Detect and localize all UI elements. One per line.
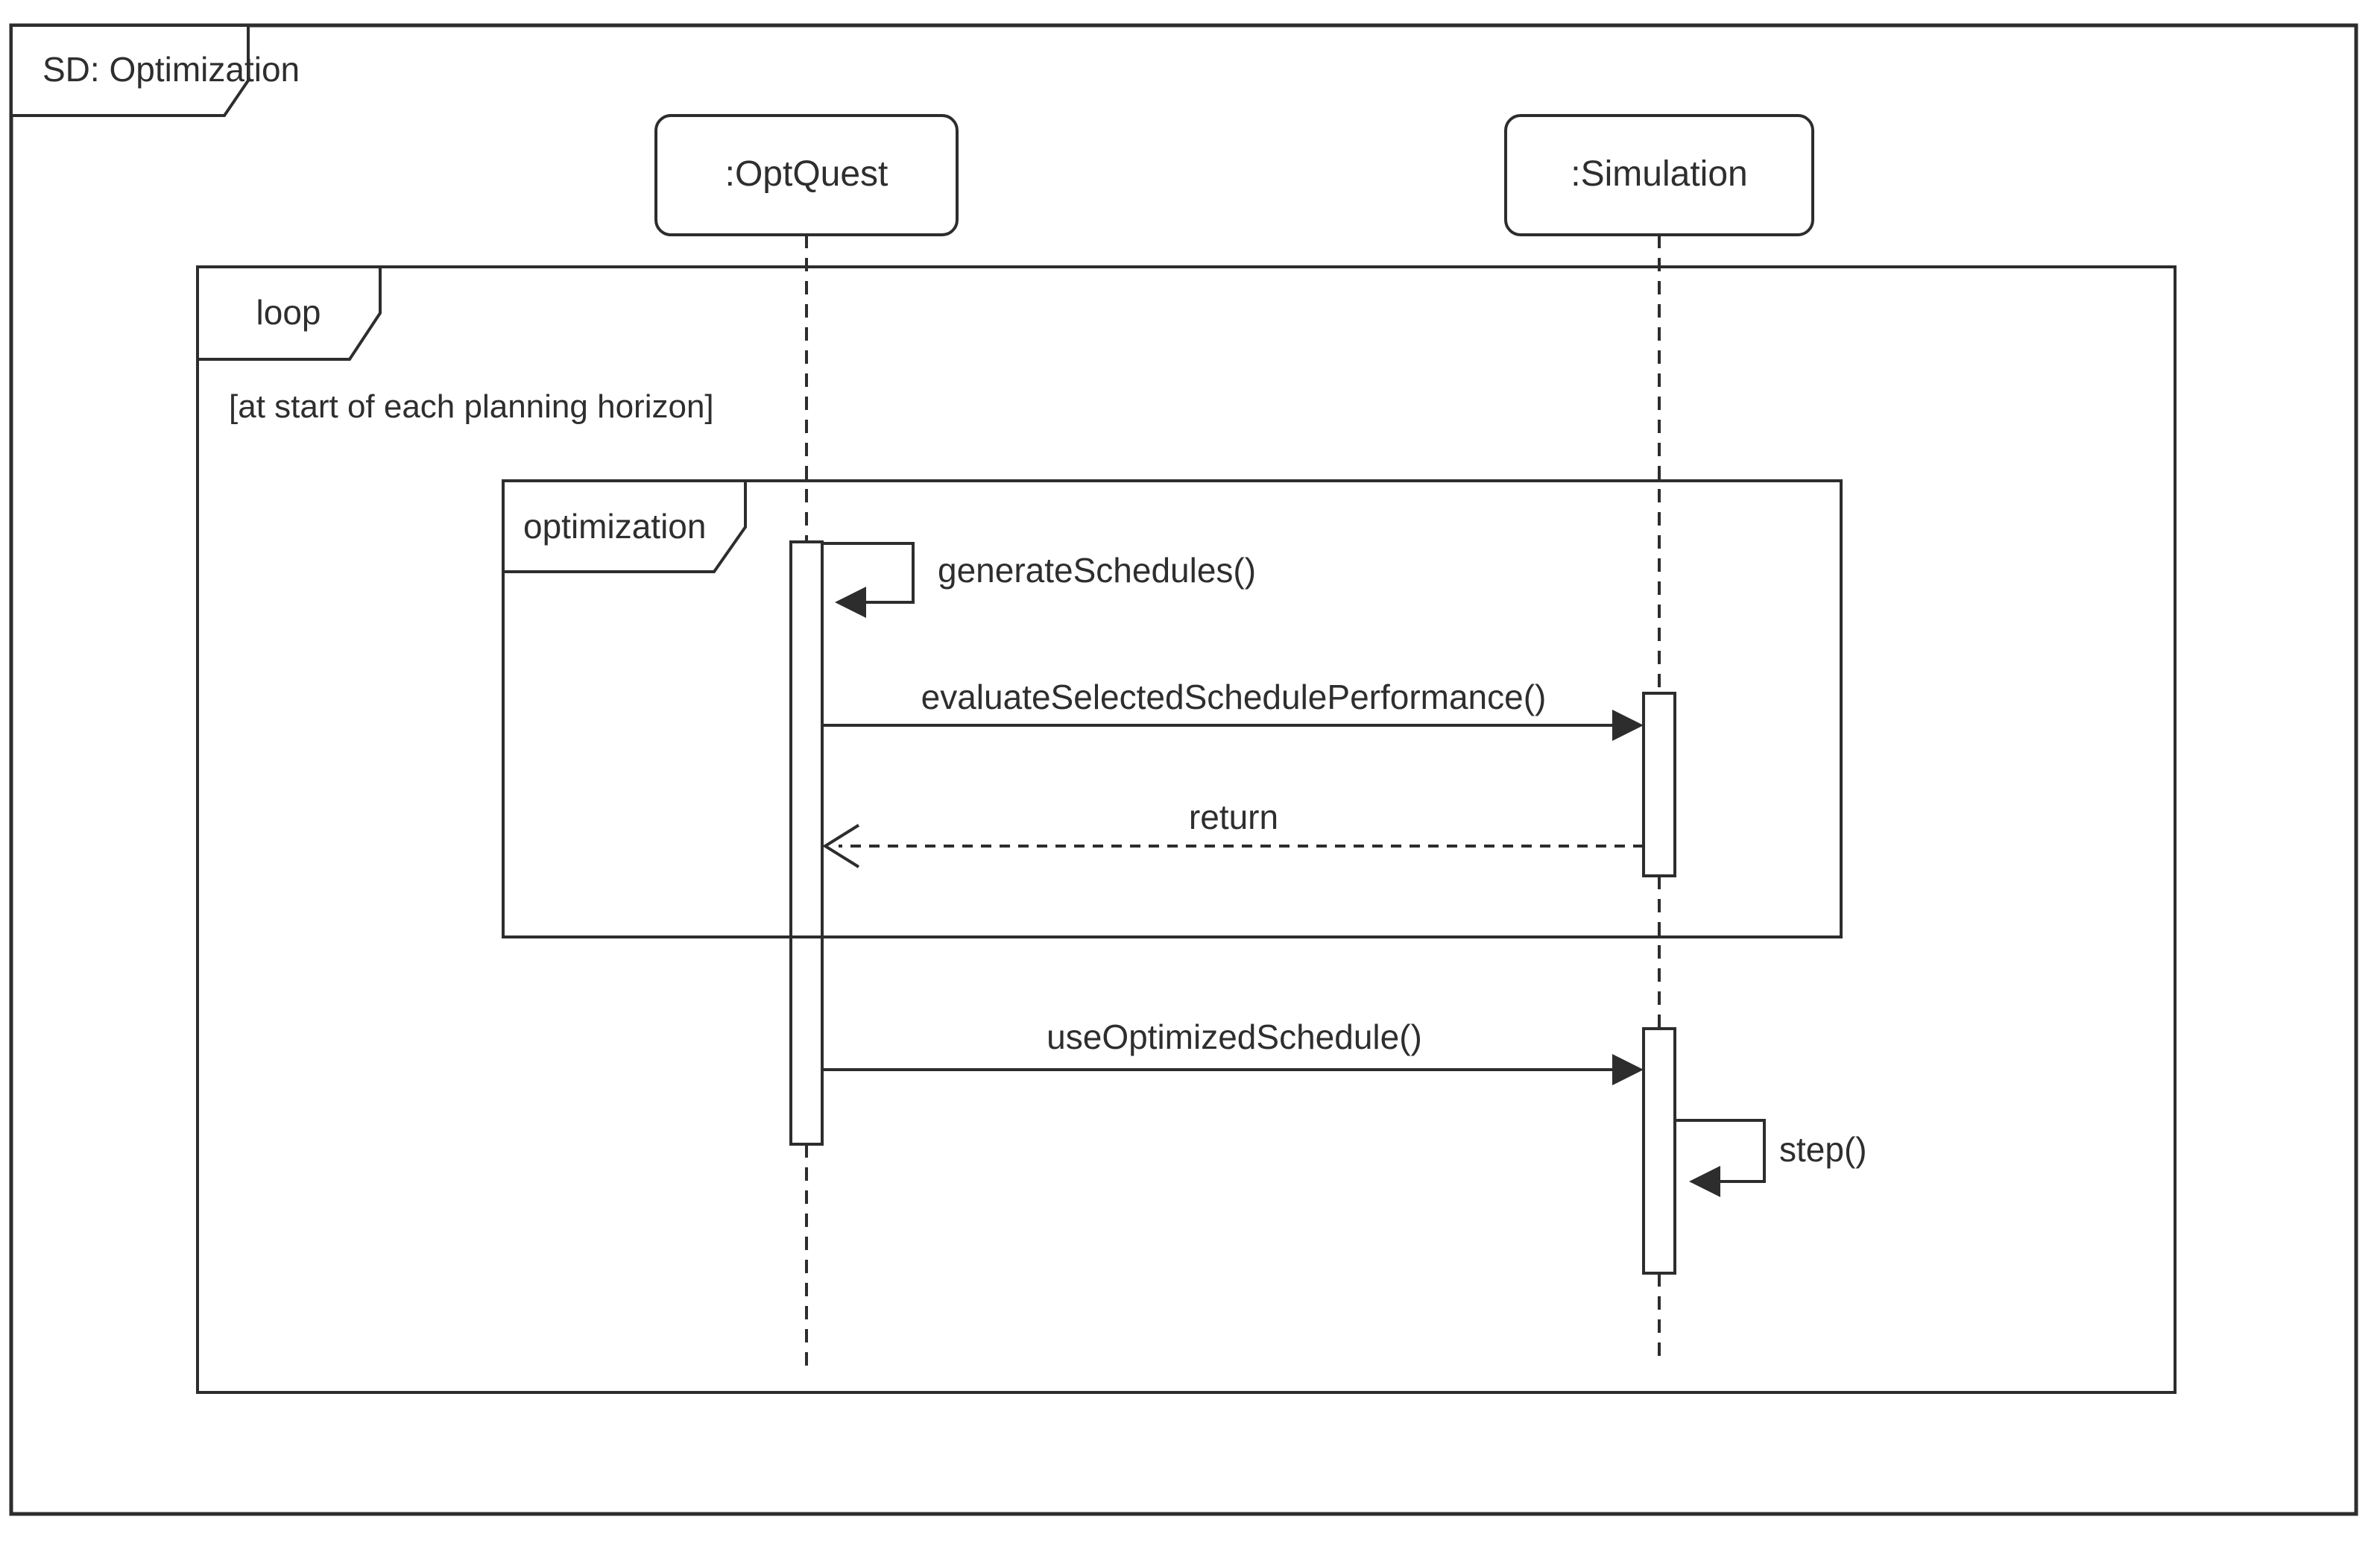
loop-guard-label: [at start of each planning horizon] <box>229 388 714 425</box>
loop-fragment-frame <box>196 265 2177 1394</box>
loop-operator-tab <box>196 265 382 361</box>
message-label-generate-schedules: generateSchedules() <box>938 551 1257 590</box>
frame-title: SD: Optimization <box>42 50 300 89</box>
message-return-open-arrowhead-icon <box>822 824 860 868</box>
simulation-activation-bar-1 <box>1642 692 1676 877</box>
message-use-optimized-arrowhead-icon <box>1612 1054 1644 1085</box>
message-label-return: return <box>1188 798 1279 836</box>
optimization-operator-tab <box>502 479 747 573</box>
message-label-evaluate: evaluateSelectedSchedulePerformance() <box>921 678 1547 716</box>
loop-operator-label: loop <box>256 293 321 332</box>
message-generate-schedules-line <box>824 542 915 604</box>
message-label-use-optimized: useOptimizedSchedule() <box>1047 1017 1422 1056</box>
lifelines <box>805 235 1661 1366</box>
message-step-line <box>1676 1119 1766 1183</box>
simulation-activation-bar-2 <box>1642 1027 1676 1275</box>
optquest-head-box <box>654 114 959 236</box>
message-label-step: step() <box>1779 1130 1867 1169</box>
simulation-head-box <box>1504 114 1814 236</box>
optquest-activation-bar <box>789 540 824 1146</box>
message-step-arrowhead-icon <box>1689 1166 1720 1197</box>
outer-frame <box>9 23 2358 1516</box>
lifeline-head-optquest: :OptQuest <box>725 154 888 194</box>
lifeline-head-simulation: :Simulation <box>1571 154 1748 194</box>
message-generate-schedules-arrowhead-icon <box>835 587 866 618</box>
message-evaluate-arrowhead-icon <box>1612 710 1644 741</box>
optimization-operator-label: optimization <box>523 507 707 546</box>
frame-title-tab <box>10 24 250 117</box>
optimization-fragment-frame <box>502 479 1843 938</box>
